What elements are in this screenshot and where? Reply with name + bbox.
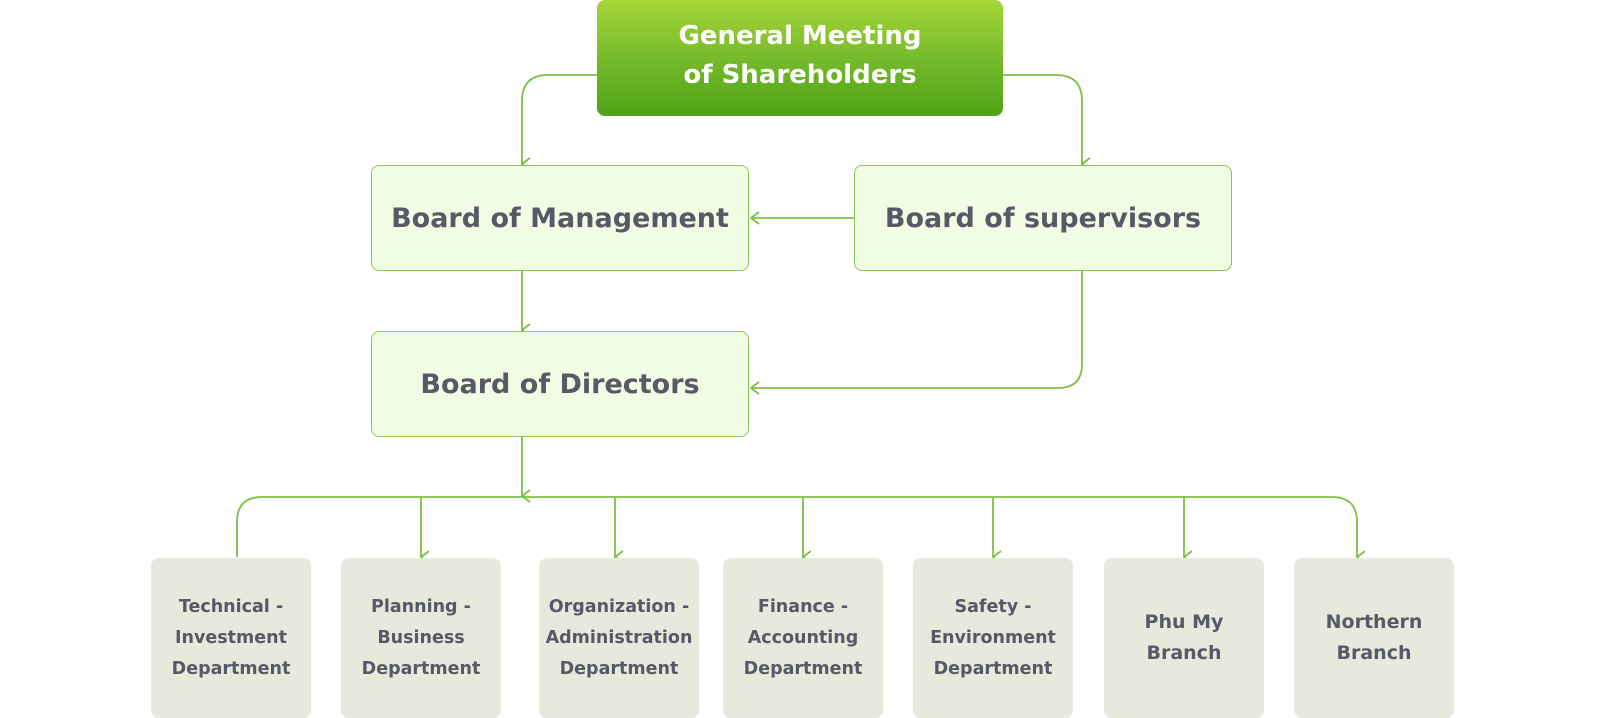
node-safety-environment-department: Safety - Environment Department	[913, 558, 1073, 718]
node-technical-investment-department: Technical - Investment Department	[151, 558, 311, 718]
connector-supervisors-to-directors	[751, 271, 1083, 388]
node-board-of-directors: Board of Directors	[371, 331, 749, 437]
node-label: Finance - Accounting Department	[743, 596, 863, 679]
node-label: Board of Management	[391, 202, 729, 234]
node-label: Technical - Investment Department	[171, 596, 291, 679]
node-finance-accounting-department: Finance - Accounting Department	[723, 558, 883, 718]
node-label: Phu My Branch	[1144, 611, 1224, 664]
connector-top-to-management	[522, 74, 597, 164]
node-label: Organization - Administration Department	[545, 596, 693, 679]
node-planning-business-department: Planning - Business Department	[341, 558, 501, 718]
node-organization-administration-department: Organization - Administration Department	[539, 558, 699, 718]
node-general-meeting-of-shareholders: General Meeting of Shareholders	[597, 0, 1003, 116]
node-label: Board of supervisors	[884, 202, 1202, 234]
node-label: Board of Directors	[420, 368, 700, 400]
node-phu-my-branch: Phu My Branch	[1104, 558, 1264, 718]
node-label: General Meeting of Shareholders	[678, 21, 922, 90]
node-label: Safety - Environment Department	[930, 596, 1056, 679]
node-board-of-management: Board of Management	[371, 165, 749, 271]
connector-top-to-supervisors	[1003, 74, 1082, 164]
node-board-of-supervisors: Board of supervisors	[854, 165, 1232, 271]
node-northern-branch: Northern Branch	[1294, 558, 1454, 718]
node-label: Northern Branch	[1325, 611, 1423, 664]
connector-bus	[236, 496, 1357, 557]
node-label: Planning - Business Department	[361, 596, 481, 679]
